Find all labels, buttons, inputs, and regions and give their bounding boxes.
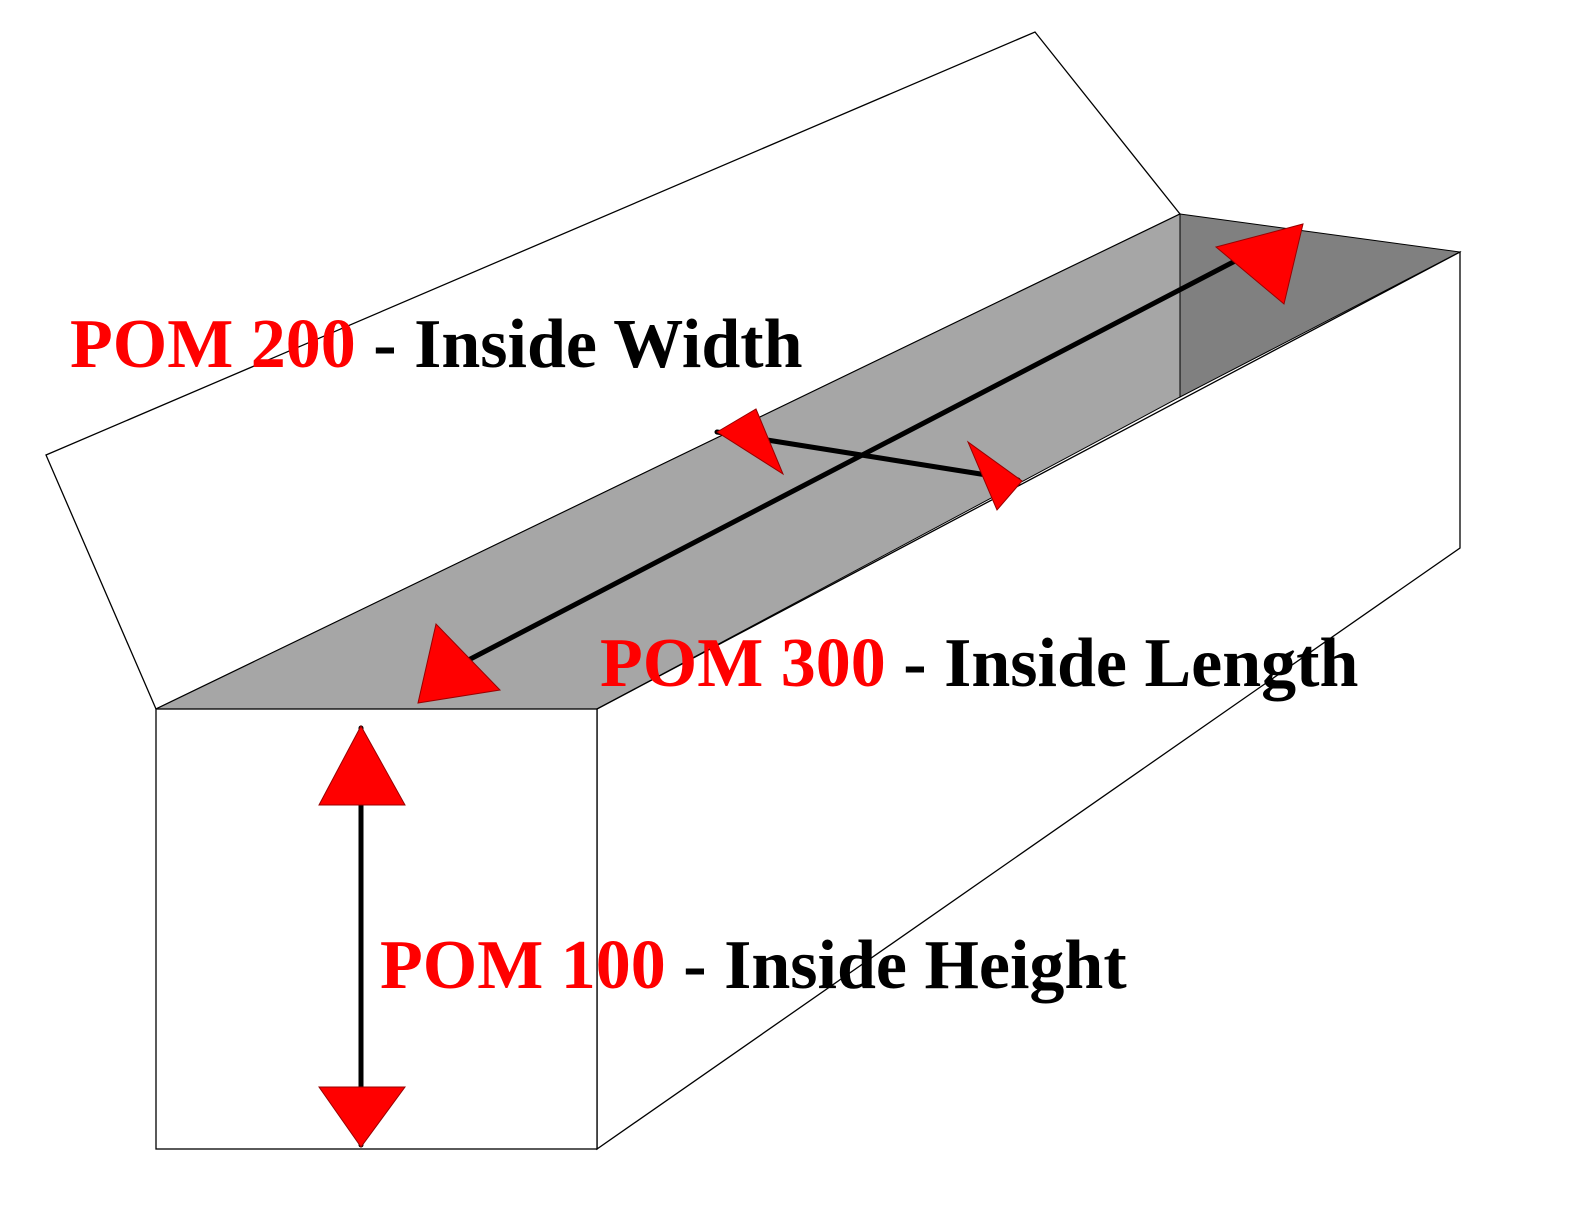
width-dimension-arrow <box>714 408 1023 511</box>
width-arrowhead-right <box>966 440 1023 511</box>
length-dimension-arrow <box>417 223 1304 704</box>
width-arrowhead-left <box>716 408 785 476</box>
width-code: POM 200 <box>70 306 356 383</box>
length-description: - Inside Length <box>886 625 1359 702</box>
height-arrowhead-bottom <box>318 1086 406 1148</box>
height-label: POM 100 - Inside Height <box>380 927 1127 1004</box>
height-arrowhead-top <box>318 724 406 806</box>
height-code: POM 100 <box>380 927 666 1004</box>
height-description: - Inside Height <box>666 927 1127 1004</box>
length-label: POM 300 - Inside Length <box>600 625 1358 702</box>
height-dimension-arrow <box>318 724 406 1148</box>
length-arrowhead-near <box>417 622 502 704</box>
width-label: POM 200 - Inside Width <box>70 306 803 383</box>
length-arrowhead-far <box>1214 223 1304 305</box>
width-description: - Inside Width <box>356 306 803 383</box>
length-code: POM 300 <box>600 625 886 702</box>
